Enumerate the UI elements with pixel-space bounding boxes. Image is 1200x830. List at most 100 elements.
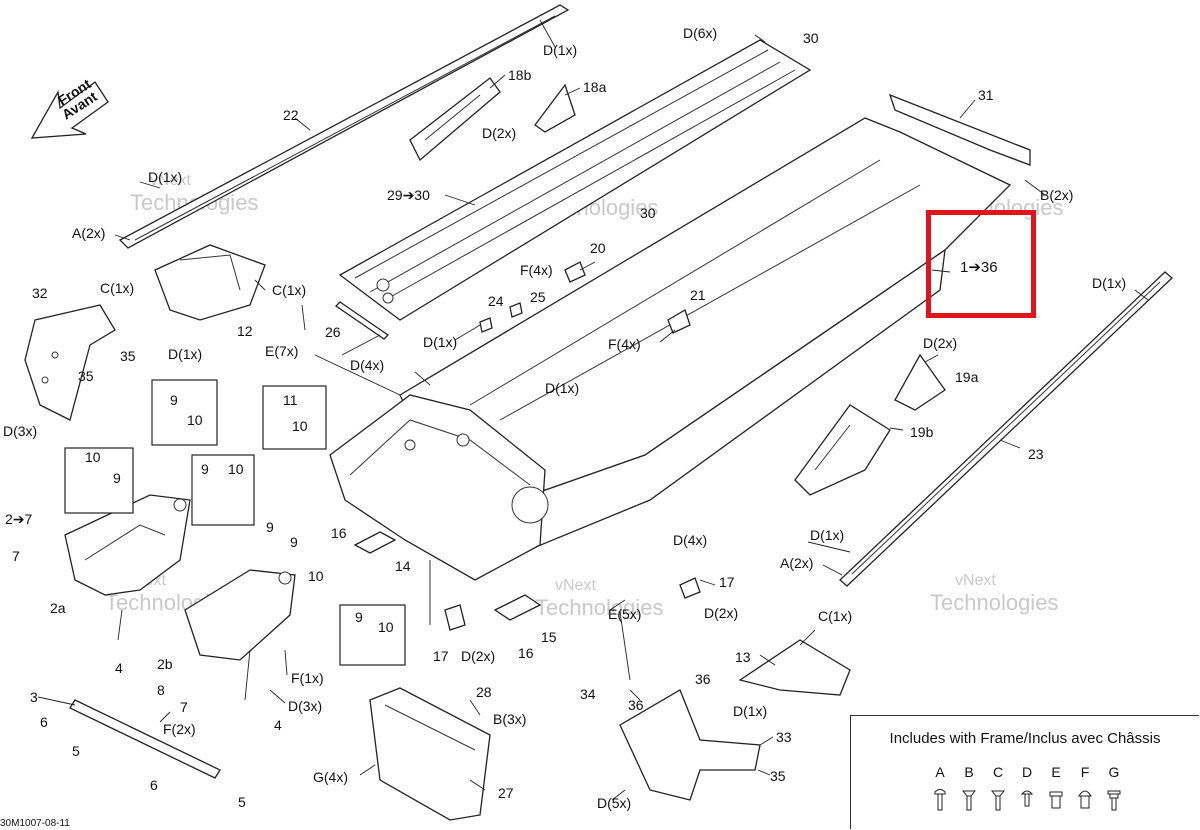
callout-c88: 27	[498, 785, 514, 801]
callout-c32: D(4x)	[350, 357, 384, 373]
callout-c38: 10	[187, 412, 203, 428]
callout-c19: 32	[32, 285, 48, 301]
main-tunnel-1	[399, 117, 1012, 571]
rivet-icon	[1020, 790, 1034, 807]
callout-c25: 26	[325, 324, 341, 340]
callout-c60: D(2x)	[704, 605, 738, 621]
callout-c5: 18a	[583, 79, 607, 95]
callout-c41: 19b	[910, 424, 934, 440]
callout-c48: D(4x)	[673, 532, 707, 548]
fastener-boxes	[64, 379, 406, 666]
small-parts	[334, 261, 701, 631]
callout-c13: A(2x)	[72, 225, 105, 241]
callout-c50: 9	[290, 534, 298, 550]
clip-25	[509, 302, 523, 318]
callout-c35: D(3x)	[3, 423, 37, 439]
callout-c29: D(1x)	[168, 346, 202, 362]
callout-c46: 10	[228, 461, 244, 477]
bracket-31	[888, 93, 1031, 166]
tunnel-cover-29	[338, 39, 812, 321]
callout-c14: C(1x)	[100, 280, 134, 296]
callout-c54: 7	[12, 548, 20, 564]
bracket-14	[353, 531, 397, 554]
callout-c66: 17	[433, 648, 449, 664]
callout-c63: 15	[541, 629, 557, 645]
callout-c80: 4	[274, 717, 282, 733]
callout-c20: 24	[488, 293, 504, 309]
plate-17b	[679, 577, 701, 599]
callout-c61: 9	[355, 609, 363, 625]
watermark-1a: vNext	[150, 172, 191, 189]
legend-item-f: F	[1070, 764, 1100, 812]
clip-24	[479, 317, 493, 333]
bracket-18a	[534, 83, 576, 133]
bracket-20	[564, 261, 586, 283]
callout-c21: 25	[530, 289, 546, 305]
bracket-18b	[409, 77, 501, 162]
callout-c12: B(2x)	[1040, 187, 1073, 203]
callout-labels: D(1x) D(6x) 30 18b 18a 22 D(2x) 31 D(1x)…	[3, 25, 1126, 811]
callout-c17: F(4x)	[520, 262, 553, 278]
legend-letter-g: G	[1108, 764, 1120, 780]
callout-c7: D(2x)	[482, 125, 516, 141]
legend-letter-a: A	[935, 764, 945, 780]
legend-item-g: G	[1099, 764, 1129, 812]
callout-c37: 9	[170, 392, 178, 408]
callout-c31: E(7x)	[265, 343, 298, 359]
callout-c2: D(6x)	[683, 25, 717, 41]
callout-c62: 10	[378, 619, 394, 635]
callout-c87: G(4x)	[313, 769, 348, 785]
callout-c82: 36	[628, 697, 644, 713]
callout-c79: F(2x)	[163, 721, 196, 737]
callout-c4: 18b	[508, 67, 532, 83]
legend-letter-b: B	[964, 764, 974, 780]
legend-item-d: D	[1012, 764, 1042, 812]
callout-c69: 2b	[157, 656, 173, 672]
callout-c40: 10	[292, 418, 308, 434]
large-rivet-icon	[1049, 791, 1063, 809]
callout-c43: 10	[85, 449, 101, 465]
callout-c90: 6	[150, 777, 158, 793]
callout-c78: 3	[30, 689, 38, 705]
callout-c6: 22	[283, 107, 299, 123]
callout-c45: 9	[201, 461, 209, 477]
callout-c15: C(1x)	[272, 282, 306, 298]
document-reference: 30M1007-08-11	[0, 818, 70, 829]
heat-exchanger-27	[369, 687, 491, 821]
callout-c74: D(3x)	[288, 698, 322, 714]
callout-c84: 6	[40, 714, 48, 730]
callout-c70: F(1x)	[291, 670, 324, 686]
legend-item-c: C	[983, 764, 1013, 812]
callout-c8: 31	[978, 87, 994, 103]
legend-letter-d: D	[1021, 764, 1033, 780]
callout-c23: D(1x)	[1092, 275, 1126, 291]
callout-c26: D(1x)	[423, 334, 457, 350]
legend-letter-c: C	[992, 764, 1004, 780]
bracket-21	[667, 309, 691, 334]
highlight-box[interactable]	[926, 210, 1036, 318]
callout-c51: 16	[331, 525, 347, 541]
watermark-5a: vNext	[555, 577, 596, 594]
callout-c65: 4	[115, 660, 123, 676]
plate-17a	[444, 604, 466, 631]
callout-c16: 20	[590, 240, 606, 256]
callout-c44: 9	[113, 470, 121, 486]
callout-c53: D(1x)	[810, 527, 844, 543]
callout-c81: B(3x)	[493, 711, 526, 727]
callout-c39: 11	[283, 392, 298, 408]
watermark-6a: vNext	[955, 572, 996, 589]
rail-22	[118, 4, 570, 249]
callout-c30: 35	[78, 368, 94, 384]
fastener-legend: Includes with Frame/Inclus avec Châssis …	[850, 715, 1199, 829]
callout-c73: 7	[180, 699, 188, 715]
callout-c22: 21	[690, 287, 706, 303]
strip-26	[334, 301, 390, 340]
flanged-screw-icon	[1107, 790, 1121, 811]
legend-item-e: E	[1041, 764, 1071, 812]
bracket-15	[493, 594, 542, 621]
callout-c49: 9	[266, 519, 274, 535]
callout-c47: 2➔7	[5, 511, 33, 527]
rail-23	[839, 271, 1173, 587]
callout-c85: 5	[72, 743, 80, 759]
callout-c91: 5	[238, 794, 246, 810]
